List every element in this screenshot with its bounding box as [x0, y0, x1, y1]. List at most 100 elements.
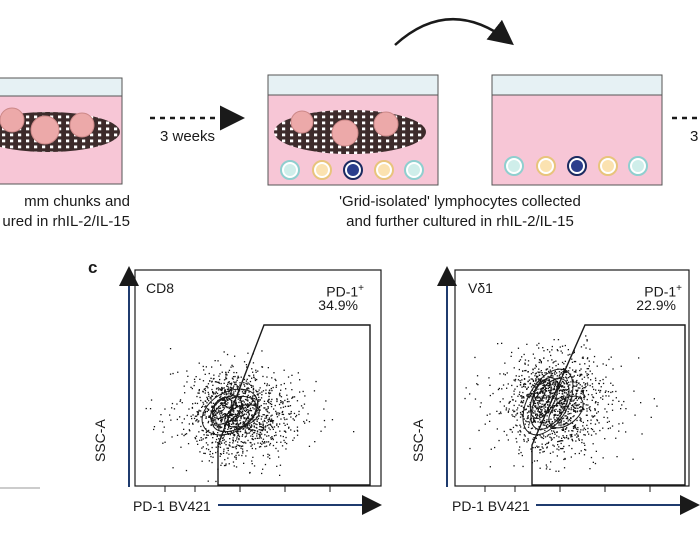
- event-dot: [235, 445, 238, 448]
- event-dot: [547, 409, 550, 411]
- event-dot: [245, 431, 247, 434]
- event-dot: [579, 369, 581, 372]
- event-dot: [171, 436, 173, 438]
- event-dot: [585, 414, 588, 416]
- event-dot: [543, 417, 545, 420]
- event-dot: [560, 442, 562, 445]
- event-dot: [228, 391, 230, 393]
- event-dot: [566, 416, 569, 418]
- event-dot: [266, 435, 268, 437]
- event-dot: [580, 368, 582, 370]
- event-dot: [252, 397, 254, 399]
- event-dot: [278, 412, 281, 414]
- event-dot: [579, 406, 581, 409]
- event-dot: [281, 401, 283, 403]
- event-dot: [561, 395, 563, 398]
- event-dot: [513, 379, 515, 381]
- event-dot: [265, 403, 267, 405]
- event-dot: [271, 425, 273, 428]
- event-dot: [548, 379, 550, 381]
- event-dot: [233, 391, 235, 393]
- event-dot: [556, 417, 558, 419]
- event-dot: [576, 392, 578, 394]
- event-dot: [581, 387, 584, 390]
- pd1-gate: [217, 324, 371, 486]
- event-dot: [215, 421, 217, 423]
- event-dot: [551, 345, 553, 348]
- event-dot: [212, 384, 214, 386]
- event-dot: [198, 390, 200, 392]
- event-dot: [561, 352, 563, 354]
- event-dot: [580, 373, 583, 375]
- event-dot: [293, 412, 296, 415]
- event-dot: [521, 397, 523, 399]
- event-dot: [240, 397, 242, 400]
- density-contour: [210, 395, 242, 425]
- event-dot: [524, 386, 526, 388]
- event-dot: [325, 400, 327, 402]
- event-dot: [469, 447, 471, 450]
- event-dot: [583, 382, 585, 384]
- event-dot: [598, 382, 600, 385]
- event-dot: [304, 422, 306, 424]
- event-dot: [554, 433, 556, 435]
- event-dot: [219, 378, 221, 381]
- event-dot: [246, 426, 248, 428]
- event-dot: [205, 405, 207, 407]
- event-dot: [571, 400, 573, 402]
- event-dot: [523, 418, 525, 420]
- event-dot: [589, 370, 591, 372]
- event-dot: [552, 451, 554, 453]
- event-dot: [582, 425, 584, 427]
- event-dot: [532, 369, 534, 371]
- event-dot: [295, 416, 297, 418]
- event-dot: [564, 391, 566, 393]
- x-ticks: [164, 486, 331, 492]
- event-dot: [492, 392, 494, 395]
- event-dot: [237, 405, 239, 407]
- event-dot: [573, 406, 575, 409]
- event-dot: [508, 401, 511, 403]
- event-dot: [549, 383, 551, 386]
- event-dot: [496, 410, 498, 412]
- event-dot: [191, 417, 193, 420]
- event-dot: [235, 458, 237, 460]
- event-dot: [586, 373, 588, 375]
- event-dot: [235, 440, 237, 442]
- event-dot: [557, 339, 560, 341]
- event-dot: [504, 374, 506, 376]
- event-dot: [538, 446, 540, 448]
- event-dot: [529, 404, 531, 406]
- event-dot: [153, 426, 156, 428]
- event-dot: [292, 439, 294, 441]
- event-dot: [237, 425, 239, 427]
- event-dot: [527, 439, 529, 442]
- event-dot: [516, 425, 518, 427]
- event-dot: [218, 375, 220, 377]
- event-dot: [252, 418, 254, 420]
- event-dot: [567, 420, 569, 422]
- event-dot: [218, 427, 220, 429]
- event-dot: [526, 343, 528, 345]
- event-dot: [265, 425, 267, 427]
- event-dot: [576, 419, 578, 422]
- event-dot: [574, 404, 576, 406]
- event-dot: [559, 440, 561, 442]
- event-dot: [547, 412, 549, 414]
- plot-frame: [454, 269, 690, 487]
- event-dot: [177, 371, 179, 373]
- event-dot: [519, 434, 521, 436]
- event-dot: [552, 375, 554, 377]
- x-axis-label-vd1: PD-1 BV421: [452, 498, 530, 514]
- event-dot: [213, 374, 215, 376]
- event-dot: [543, 374, 545, 377]
- event-dot: [558, 436, 560, 438]
- event-dot: [235, 448, 237, 450]
- density-contour: [522, 368, 574, 436]
- event-dot: [207, 434, 209, 436]
- event-dot: [552, 396, 554, 398]
- event-dot: [570, 436, 572, 438]
- event-dot: [194, 415, 197, 417]
- lymphocyte-nucleus: [540, 160, 552, 172]
- event-dot: [299, 379, 301, 381]
